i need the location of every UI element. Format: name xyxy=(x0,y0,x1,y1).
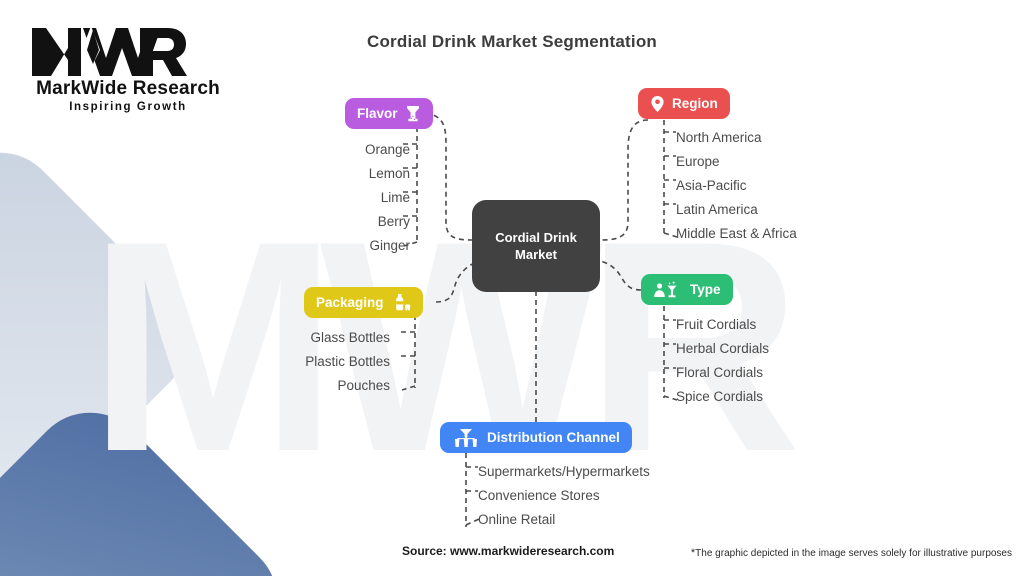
branch-badge-flavor[interactable]: Flavor xyxy=(345,98,433,129)
brand-name: MarkWide Research xyxy=(36,78,220,99)
center-node-line2: Market xyxy=(515,247,557,262)
brand-tagline: Inspiring Growth xyxy=(69,101,187,113)
list-item: Supermarkets/Hypermarkets xyxy=(478,464,650,479)
branch-label-flavor: Flavor xyxy=(357,106,398,121)
page-title: Cordial Drink Market Segmentation xyxy=(367,32,657,51)
branch-badge-type[interactable]: Type xyxy=(641,274,733,305)
branch-label-distribution: Distribution Channel xyxy=(487,430,620,445)
list-item: Orange xyxy=(364,142,410,157)
branch-items-distribution: Supermarkets/Hypermarkets Convenience St… xyxy=(478,460,650,532)
disclaimer-marker: * xyxy=(690,547,696,559)
list-item: Berry xyxy=(377,214,410,229)
list-item: Herbal Cordials xyxy=(676,341,770,356)
list-item: Lemon xyxy=(368,166,410,181)
cocktail-glass-icon xyxy=(406,105,419,121)
list-item: Fruit Cordials xyxy=(676,317,757,332)
list-item: Plastic Bottles xyxy=(305,354,390,369)
list-item: Middle East & Africa xyxy=(676,226,797,241)
list-item: Ginger xyxy=(369,238,410,253)
branch-badge-distribution[interactable]: Distribution Channel xyxy=(440,422,632,453)
branch-label-packaging: Packaging xyxy=(316,295,384,310)
list-item: Lime xyxy=(380,190,410,205)
brand-logo: MarkWide Research Inspiring Growth xyxy=(28,22,228,113)
center-node-line1: Cordial Drink xyxy=(495,230,577,245)
distribution-icon xyxy=(455,428,477,447)
list-item: Convenience Stores xyxy=(478,488,600,503)
list-item: Glass Bottles xyxy=(310,330,390,345)
list-item: Latin America xyxy=(676,202,758,217)
branch-items-type: Fruit Cordials Herbal Cordials Floral Co… xyxy=(676,313,769,409)
branch-badge-packaging[interactable]: Packaging xyxy=(304,287,423,318)
branch-badge-region[interactable]: Region xyxy=(638,88,730,119)
list-item: Europe xyxy=(676,154,720,169)
branch-label-region: Region xyxy=(672,96,718,111)
list-item: Spice Cordials xyxy=(676,389,764,404)
list-item: North America xyxy=(676,130,762,145)
disclaimer-body: The graphic depicted in the image serves… xyxy=(695,548,1012,559)
list-item: Asia-Pacific xyxy=(676,178,747,193)
branch-items-flavor: Orange Lemon Lime Berry Ginger xyxy=(258,138,410,258)
branch-items-region: North America Europe Asia-Pacific Latin … xyxy=(676,126,797,246)
source-text: Source: www.markwideresearch.com xyxy=(402,544,615,558)
list-item: Pouches xyxy=(337,378,390,393)
list-item: Floral Cordials xyxy=(676,365,764,380)
bottle-icon xyxy=(395,294,410,311)
bartender-icon xyxy=(654,281,677,297)
branch-items-packaging: Glass Bottles Plastic Bottles Pouches xyxy=(238,326,390,398)
branch-label-type: Type xyxy=(690,282,721,297)
map-pin-icon xyxy=(651,95,664,112)
center-node: Cordial Drink Market xyxy=(472,200,600,292)
mwr-logo-mark xyxy=(32,26,187,76)
disclaimer-text: *The graphic depicted in the image serve… xyxy=(691,547,1012,559)
list-item: Online Retail xyxy=(478,512,556,527)
